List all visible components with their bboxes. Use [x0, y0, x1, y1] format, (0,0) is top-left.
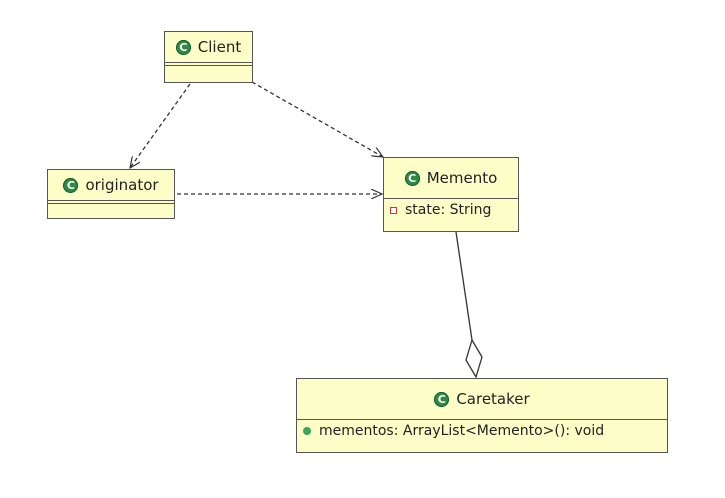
- field-mementos: mementos: ArrayList<Memento>(): void: [319, 423, 605, 439]
- dependency-client-memento: [251, 81, 383, 157]
- class-memento[interactable]: C Memento state: String: [383, 157, 519, 232]
- class-name: Client: [197, 38, 242, 56]
- class-icon: C: [63, 177, 79, 193]
- class-name: originator: [85, 176, 159, 194]
- aggregation-diamond: [465, 338, 483, 379]
- class-caretaker[interactable]: C Caretaker mementos: ArrayList<Memento>(…: [296, 378, 668, 453]
- dependency-client-originator: [130, 83, 191, 168]
- public-field-icon: [303, 427, 311, 435]
- class-icon: C: [434, 391, 450, 407]
- class-icon: C: [404, 170, 420, 186]
- private-field-icon: [390, 206, 397, 214]
- field-state: state: String: [405, 202, 492, 218]
- class-name: Memento: [426, 169, 498, 187]
- aggregation-caretaker-memento: [455, 231, 473, 341]
- class-client[interactable]: C Client: [164, 31, 253, 83]
- class-icon: C: [175, 39, 191, 55]
- class-name: Caretaker: [456, 390, 530, 408]
